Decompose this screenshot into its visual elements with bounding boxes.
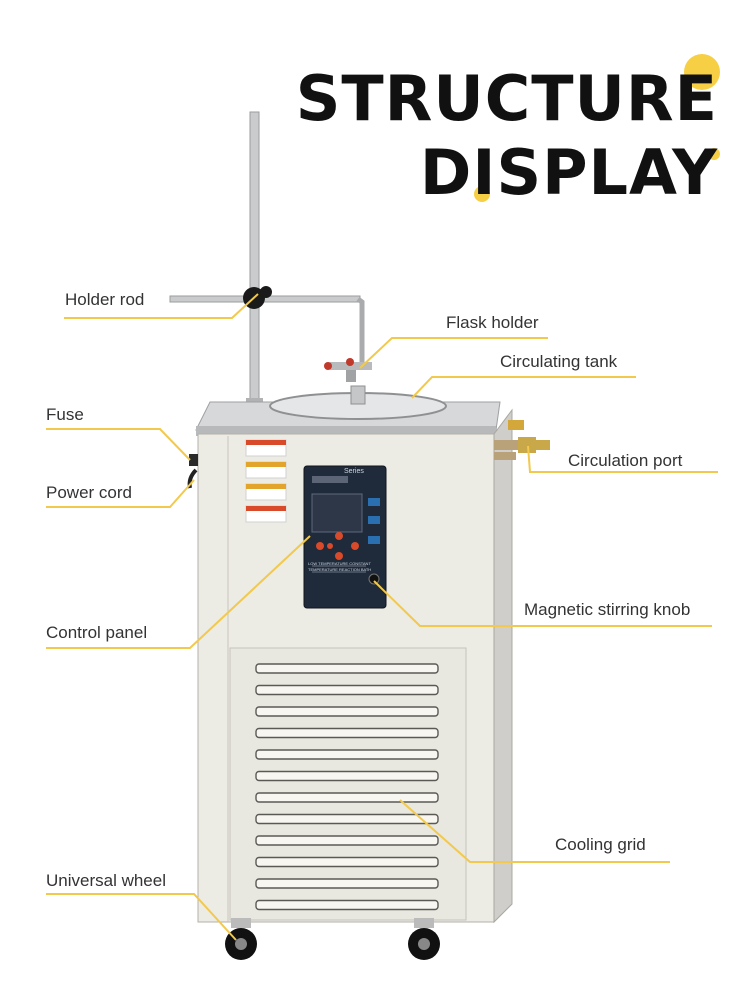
callout-flask-holder	[359, 337, 548, 369]
label-holder-rod: Holder rod	[65, 290, 145, 309]
panel-caption-2: TEMPERATURE REACTION BATH	[308, 567, 372, 572]
label-magnetic-stirring-knob: Magnetic stirring knob	[524, 600, 691, 619]
decor-dot-top	[684, 54, 720, 90]
cooling-slat	[255, 706, 439, 717]
callout-universal-wheel	[46, 893, 237, 941]
decor-dot-bottom	[474, 186, 490, 202]
label-fuse: Fuse	[46, 405, 84, 424]
cooling-slat	[255, 899, 439, 911]
decor-dot-right	[708, 148, 720, 160]
cooling-slat	[255, 878, 439, 889]
callout-circulating-tank	[411, 376, 636, 399]
cooling-slat	[255, 663, 439, 674]
machine-side	[493, 408, 513, 924]
label-power-cord: Power cord	[46, 483, 132, 502]
control-panel	[303, 465, 387, 609]
label-control-panel: Control panel	[46, 623, 148, 642]
universal-wheel-left	[225, 918, 257, 960]
cooling-grid	[229, 647, 467, 921]
cooling-slat	[255, 770, 439, 782]
page-title-line2: DISPLAY	[419, 136, 718, 209]
cooling-slat	[255, 727, 439, 739]
circulation-port	[494, 420, 550, 460]
callout-lines	[46, 293, 718, 941]
label-universal-wheel: Universal wheel	[46, 871, 166, 890]
callout-power-cord	[46, 479, 195, 508]
cooling-slat	[255, 684, 439, 696]
callout-magnetic-stirring-knob	[373, 580, 712, 627]
label-circulation-port: Circulation port	[568, 451, 683, 470]
cooling-slat	[255, 749, 439, 760]
label-circulating-tank: Circulating tank	[500, 352, 618, 371]
cooling-slat	[255, 856, 439, 868]
holder-rod	[249, 111, 260, 415]
cooling-slat	[255, 835, 439, 846]
page-title-line1: STRUCTURE	[295, 62, 718, 135]
callout-cooling-grid	[399, 799, 670, 863]
flask-arm-bend	[356, 297, 365, 365]
callout-fuse	[46, 428, 191, 461]
label-flask-holder: Flask holder	[446, 313, 539, 332]
universal-wheel-right	[408, 918, 440, 960]
warning-labels	[245, 439, 287, 523]
callout-holder-rod	[64, 293, 259, 319]
cooling-slat	[255, 792, 439, 803]
fuse	[189, 454, 198, 466]
panel-series-text: Series	[344, 468, 364, 475]
panel-caption-1: LOW TEMPERATURE CONSTANT	[308, 561, 371, 566]
magnetic-stirring-knob	[368, 573, 380, 585]
callout-circulation-port	[527, 445, 718, 473]
flask-holder	[324, 358, 372, 382]
callout-control-panel	[46, 535, 311, 649]
cooling-slat	[255, 813, 439, 825]
power-cord	[187, 468, 198, 489]
label-cooling-grid: Cooling grid	[555, 835, 646, 854]
